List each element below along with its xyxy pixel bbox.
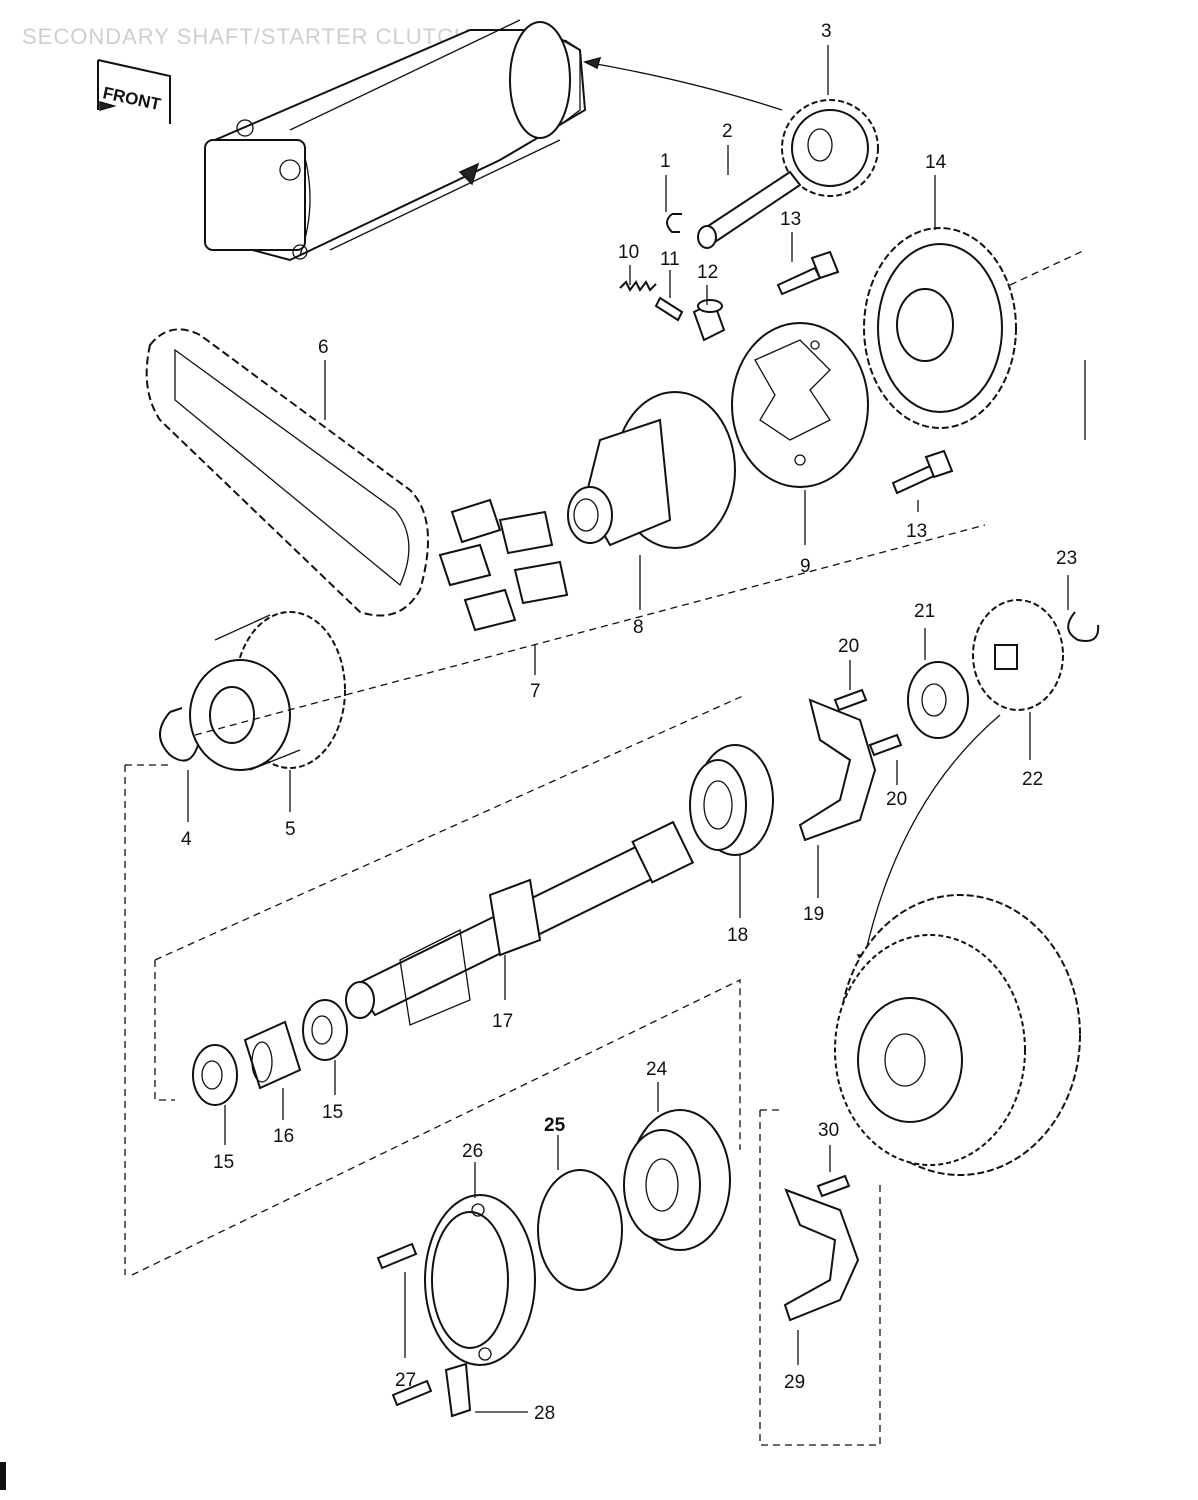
label-22: 22 xyxy=(1022,769,1043,790)
part-20-bolt-lower xyxy=(868,733,903,757)
part-23-circlip xyxy=(1067,611,1100,642)
part-28-lock-plate xyxy=(444,1362,472,1418)
label-4: 4 xyxy=(181,829,192,850)
label-7: 7 xyxy=(530,681,541,702)
label-23: 23 xyxy=(1056,548,1077,569)
part-10-spring xyxy=(619,280,657,292)
part-9-clutch xyxy=(731,322,869,488)
label-14: 14 xyxy=(925,152,947,173)
part-7-damper xyxy=(438,498,569,632)
label-28: 28 xyxy=(534,1403,555,1424)
label-20-upper: 20 xyxy=(838,636,859,657)
label-30: 30 xyxy=(818,1120,839,1141)
label-6: 6 xyxy=(318,337,329,358)
label-13-upper: 13 xyxy=(780,209,801,230)
part-8-hub xyxy=(567,391,736,549)
label-15-left: 15 xyxy=(213,1152,234,1173)
part-18-bearing xyxy=(689,744,774,856)
part-25-o-ring xyxy=(537,1169,623,1291)
part-27-screw-upper xyxy=(376,1242,418,1270)
starter-motor xyxy=(204,19,587,262)
part-2-shaft xyxy=(697,170,802,249)
label-16: 16 xyxy=(273,1126,294,1147)
part-3-sprocket xyxy=(781,99,879,197)
part-4-circlip xyxy=(159,707,199,762)
part-5-gear xyxy=(189,611,346,771)
part-27-screw-lower xyxy=(391,1379,433,1407)
part-20-bolt-upper xyxy=(833,688,868,712)
part-17-secondary-shaft xyxy=(345,820,695,1026)
label-3: 3 xyxy=(821,21,832,42)
label-24: 24 xyxy=(646,1059,668,1080)
part-6-chain xyxy=(145,328,429,617)
label-27: 27 xyxy=(395,1370,416,1391)
part-11-pin xyxy=(654,296,684,322)
label-10: 10 xyxy=(618,242,639,263)
part-15-washer-left xyxy=(192,1044,238,1106)
part-14-large-sprocket xyxy=(863,227,1017,429)
front-label: FRONT xyxy=(101,83,163,114)
label-25: 25 xyxy=(544,1115,566,1136)
label-26: 26 xyxy=(462,1141,483,1162)
part-1-clip xyxy=(666,213,682,233)
part-15-washer-right xyxy=(302,999,348,1061)
label-17: 17 xyxy=(492,1011,513,1032)
part-26-retainer xyxy=(424,1194,536,1366)
part-16-needle-bearing xyxy=(243,1020,302,1090)
label-13-lower: 13 xyxy=(906,521,927,542)
part-29-bracket xyxy=(783,1188,860,1322)
front-arrow-icon: FRONT xyxy=(97,59,171,124)
part-13-bolt-lower xyxy=(891,449,954,495)
label-1: 1 xyxy=(660,151,671,172)
label-29: 29 xyxy=(784,1372,805,1393)
part-21-washer xyxy=(907,661,969,739)
part-30-bolt xyxy=(816,1174,851,1198)
part-24-bearing xyxy=(623,1109,731,1251)
label-19: 19 xyxy=(803,904,824,925)
label-12: 12 xyxy=(697,262,718,283)
part-12-roller xyxy=(692,299,726,342)
label-9: 9 xyxy=(800,556,811,577)
diagram-title: SECONDARY SHAFT/STARTER CLUTCH xyxy=(22,24,471,49)
clutch-housing xyxy=(834,894,1081,1176)
page-edge-marker xyxy=(0,1462,6,1490)
label-2: 2 xyxy=(722,121,733,142)
label-11: 11 xyxy=(660,249,680,270)
label-5: 5 xyxy=(285,819,296,840)
label-20-lower: 20 xyxy=(886,789,907,810)
part-19-bracket xyxy=(798,698,877,842)
part-22-gear xyxy=(972,599,1064,711)
part-13-bolt-upper xyxy=(776,250,840,296)
label-21: 21 xyxy=(914,601,935,622)
label-15-right: 15 xyxy=(322,1102,343,1123)
label-18: 18 xyxy=(727,925,748,946)
label-8: 8 xyxy=(633,617,644,638)
